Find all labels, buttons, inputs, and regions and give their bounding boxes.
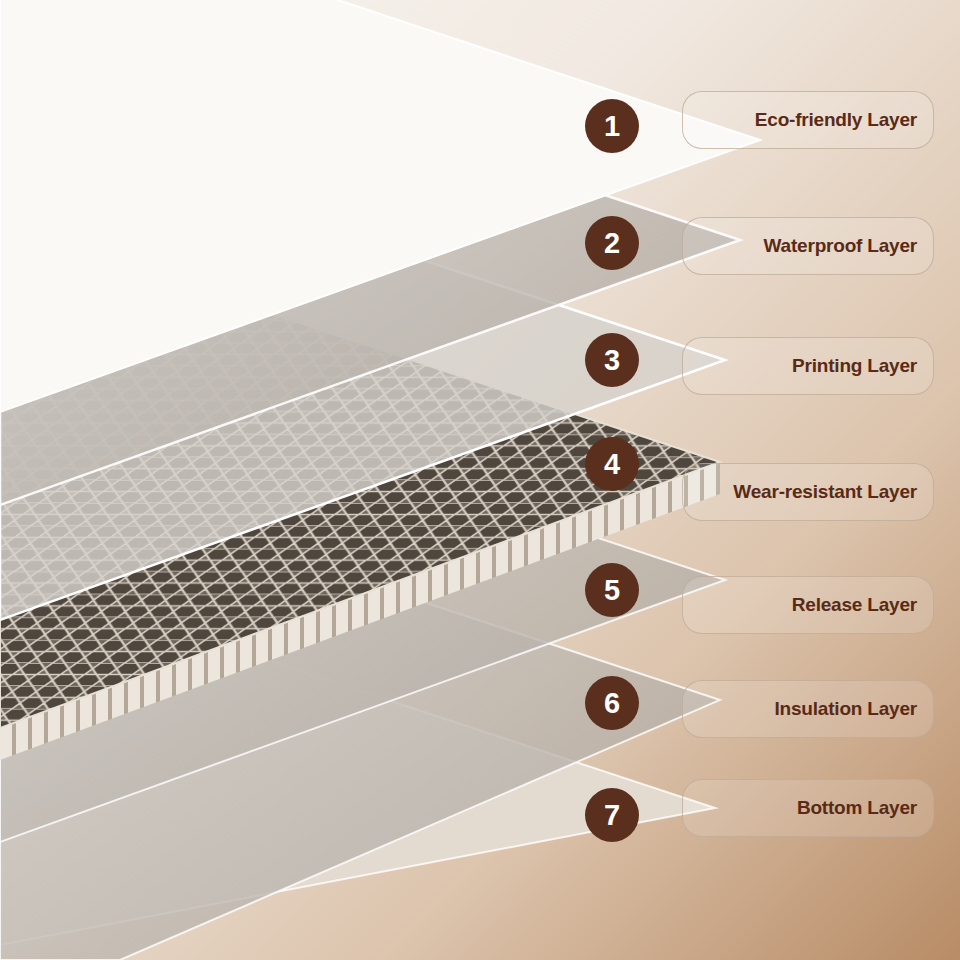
callout-circle: 2	[584, 215, 640, 271]
callout-circle: 4	[584, 436, 640, 492]
callout-number: 3	[604, 344, 620, 377]
callout-circle: 5	[584, 562, 640, 618]
layer-name: Waterproof Layer	[764, 235, 917, 257]
callout-number: 6	[604, 687, 620, 720]
layer-label-box: Release Layer	[682, 576, 934, 634]
callout-circle: 1	[584, 98, 640, 154]
callout-number: 1	[604, 110, 620, 143]
layer-label-box: Printing Layer	[682, 337, 934, 395]
layer-name: Printing Layer	[792, 355, 917, 377]
layer-label-box: Waterproof Layer	[682, 217, 934, 275]
layer-label-box: Wear-resistant Layer	[682, 463, 934, 521]
layer-name: Insulation Layer	[774, 698, 917, 720]
callout-number: 5	[604, 574, 620, 607]
callout-circle: 6	[584, 675, 640, 731]
eco-sheet	[0, 0, 760, 412]
layer-name: Eco-friendly Layer	[755, 109, 917, 131]
layer-label-box: Eco-friendly Layer	[682, 91, 934, 149]
callout-number: 7	[604, 799, 620, 832]
layer-name: Release Layer	[792, 594, 917, 616]
callout-number: 2	[604, 227, 620, 260]
callout-circle: 7	[584, 787, 640, 843]
layer-label-box: Bottom Layer	[682, 779, 934, 837]
callout-circle: 3	[584, 332, 640, 388]
layer-name: Bottom Layer	[797, 797, 917, 819]
callout-number: 4	[604, 448, 620, 481]
layer-name: Wear-resistant Layer	[733, 481, 917, 503]
layer-label-box: Insulation Layer	[682, 680, 934, 738]
